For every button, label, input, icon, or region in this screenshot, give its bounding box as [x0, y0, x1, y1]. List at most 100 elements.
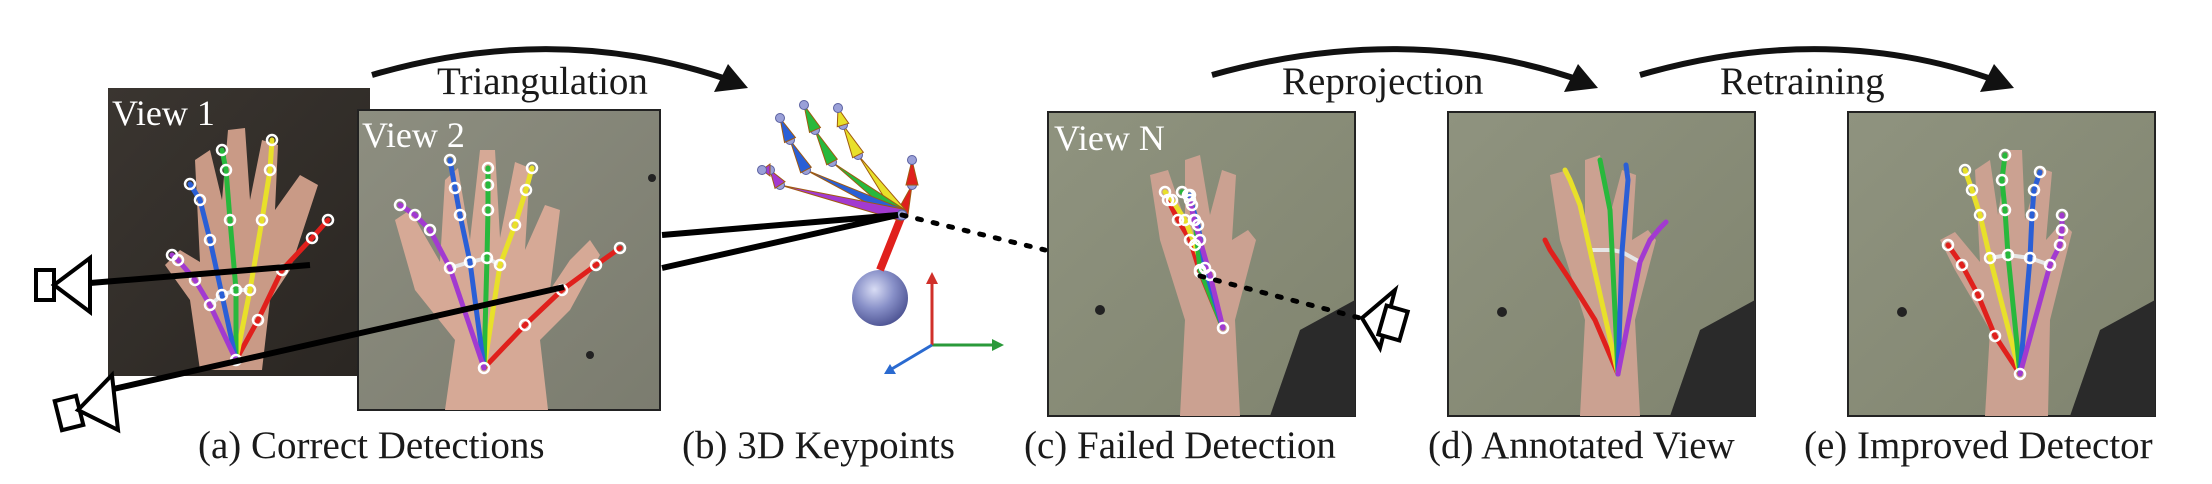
keypoint-cone: [803, 104, 822, 134]
hand-skeleton: [165, 133, 335, 367]
3d-keypoints-model: [757, 100, 919, 326]
keypoint-cone: [779, 117, 797, 144]
keypoint-joint: [757, 165, 767, 175]
middle-bone: [219, 147, 239, 363]
annotated-view-image: [1447, 111, 1756, 417]
keypoint-dot: [2033, 165, 2047, 179]
keypoint-dot: [518, 318, 532, 332]
keypoint-dot: [423, 223, 437, 237]
keypoint-dot: [481, 161, 495, 175]
keypoint-dot: [477, 361, 491, 375]
index-bone: [481, 165, 535, 371]
keypoint-dot: [453, 208, 467, 222]
keypoint-dot: [265, 133, 279, 147]
keypoint-dot: [305, 231, 319, 245]
keypoint-dot: [1193, 233, 1207, 247]
keypoint-dot: [203, 298, 217, 312]
pinky-bone: [1187, 197, 1226, 331]
keypoint-cone: [905, 159, 919, 186]
keypoint-dot: [2043, 258, 2057, 272]
retraining-label: Retraining: [1720, 60, 1885, 103]
keypoint-dot: [2023, 251, 2037, 265]
index-bone: [233, 137, 275, 363]
pinky-bone: [1615, 219, 1669, 377]
keypoint-dot: [443, 153, 457, 167]
keypoint-dot: [2027, 183, 2041, 197]
camera-icon: [1359, 284, 1411, 354]
palm-line: [1989, 252, 2051, 267]
keypoint-dot: [1187, 213, 1201, 227]
view-2-image: [357, 109, 661, 411]
thumb-bone: [1945, 242, 2023, 377]
keypoint-dot: [448, 181, 462, 195]
improved-detector-image: [1847, 111, 2156, 417]
keypoint-dot: [251, 313, 265, 327]
keypoint-cone: [769, 168, 786, 190]
caption-failed-detection: (c) Failed Detection: [1024, 424, 1336, 467]
keypoint-dot: [519, 183, 533, 197]
keypoint-dot: [2001, 248, 2015, 262]
coordinate-axes: [884, 272, 1004, 374]
view-1-label: View 1: [112, 93, 215, 133]
keypoint-dot: [243, 283, 257, 297]
camera-icon: [34, 254, 92, 316]
keypoint-dot: [463, 255, 477, 269]
caption-3d-keypoints: (b) 3D Keypoints: [682, 424, 955, 467]
keypoint-joint: [775, 113, 785, 123]
hand-skeleton: [1542, 157, 1669, 377]
keypoint-dot: [1988, 329, 2002, 343]
keypoint-dot: [481, 203, 495, 217]
index-bone: [1562, 167, 1621, 377]
keypoint-dot: [1971, 288, 1985, 302]
keypoint-dot: [193, 193, 207, 207]
keypoint-dot: [2055, 208, 2069, 222]
camera-icon: [52, 370, 121, 434]
keypoint-dot: [2055, 223, 2069, 237]
palm-line: [1590, 248, 1641, 264]
view-1-image: [108, 88, 370, 376]
keypoint-dot: [393, 198, 407, 212]
keypoint-dot: [525, 161, 539, 175]
keypoint-joint: [799, 100, 809, 110]
keypoint-dot: [408, 208, 422, 222]
keypoint-dot: [1941, 238, 1955, 252]
keypoint-dot: [1955, 258, 1969, 272]
index-bone: [1962, 167, 2023, 377]
keypoint-dot: [203, 233, 217, 247]
keypoint-dot: [223, 213, 237, 227]
keypoint-dot: [1965, 183, 1979, 197]
keypoint-dot: [1183, 193, 1197, 207]
wrist-sphere: [852, 270, 908, 326]
reprojection-label: Reprojection: [1282, 60, 1484, 103]
ring-bone: [1615, 162, 1631, 377]
caption-annotated-view: (d) Annotated View: [1428, 424, 1735, 467]
keypoint-dot: [2013, 367, 2027, 381]
projection-lines: [89, 212, 1363, 395]
keypoint-cone: [789, 139, 813, 174]
keypoint-skeletons: [165, 133, 2069, 381]
view-2-label: View 2: [362, 115, 465, 155]
retraining-arrow: [1639, 46, 2014, 92]
keypoint-dot: [589, 258, 603, 272]
keypoint-dot: [215, 288, 229, 302]
keypoint-dot: [613, 241, 627, 255]
keypoint-dot: [493, 258, 507, 272]
ring-bone: [2017, 169, 2043, 377]
keypoint-cone: [814, 129, 839, 166]
keypoint-dot: [1998, 148, 2012, 162]
reprojection-arrow: [1211, 46, 1598, 92]
keypoint-dot: [263, 163, 277, 177]
keypoint-dot: [1171, 213, 1185, 227]
thumb-bone: [876, 213, 906, 272]
keypoint-cone: [836, 106, 850, 128]
keypoint-dot: [255, 213, 269, 227]
keypoint-dot: [1995, 173, 2009, 187]
keypoint-dot: [480, 251, 494, 265]
keypoint-dot: [443, 261, 457, 275]
keypoint-dot: [481, 178, 495, 192]
keypoint-joint: [907, 155, 917, 165]
keypoint-dot: [1983, 251, 1997, 265]
middle-bone: [1597, 157, 1621, 377]
